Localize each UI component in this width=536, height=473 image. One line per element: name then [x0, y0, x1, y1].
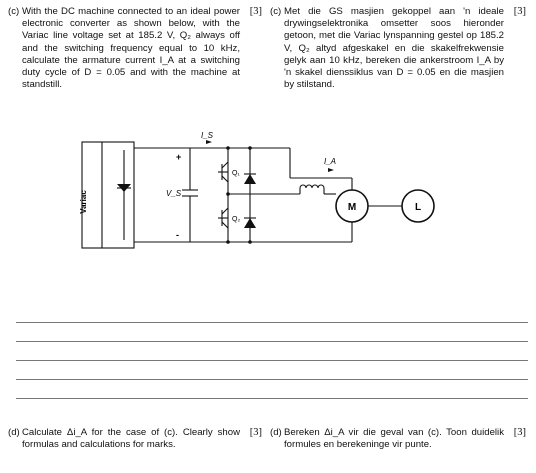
question-d-english: (d) Calculate Δi_A for the case of (c). …: [8, 427, 262, 467]
q1-label: Q₁: [232, 170, 240, 177]
question-c-afrikaans: (c) Met die GS masjien gekoppel aan 'n i…: [270, 6, 526, 126]
answer-line[interactable]: [16, 398, 528, 399]
answer-line[interactable]: [16, 360, 528, 361]
answer-line[interactable]: [16, 379, 528, 380]
question-label: (c): [270, 6, 282, 17]
motor-label: M: [348, 202, 356, 213]
mark-allocation: [3]: [249, 6, 262, 17]
mark-allocation: [3]: [513, 6, 526, 17]
ia-label: I_A: [324, 157, 336, 166]
question-label: (d): [270, 427, 282, 438]
mark-allocation: [3]: [513, 427, 526, 438]
mark-allocation: [3]: [249, 427, 262, 438]
circuit-svg: Variac I_S + - V_S Q₁ Q₂ I_A M L: [79, 131, 435, 249]
question-label: (d): [8, 427, 20, 438]
answer-line[interactable]: [16, 322, 528, 323]
question-c-english: (c) With the DC machine connected to an …: [8, 6, 262, 126]
minus-label: -: [176, 230, 179, 240]
question-text: Bereken Δi_A vir die geval van (c). Toon…: [284, 427, 504, 451]
question-label: (c): [8, 6, 20, 17]
freewheel-diode-2-icon: [244, 218, 256, 228]
question-d-afrikaans: (d) Bereken Δi_A vir die geval van (c). …: [270, 427, 526, 467]
ia-arrow-icon: [328, 168, 334, 172]
load-label: L: [415, 202, 421, 213]
vs-label: V_S: [166, 189, 182, 198]
question-text: Met die GS masjien gekoppel aan 'n ideal…: [284, 6, 504, 91]
load-icon: [401, 189, 435, 223]
is-arrow-icon: [206, 140, 212, 144]
plus-label: +: [176, 152, 181, 162]
question-text: Calculate Δi_A for the case of (c). Clea…: [22, 427, 240, 451]
rectifier-diode-icon: [117, 184, 131, 192]
answer-line[interactable]: [16, 341, 528, 342]
is-label: I_S: [201, 131, 214, 140]
freewheel-diode-1-icon: [244, 174, 256, 184]
circuit-diagram: Variac I_S + - V_S Q₁ Q₂ I_A M L: [0, 128, 536, 308]
q2-label: Q₂: [232, 216, 240, 223]
variac-label: Variac: [79, 190, 88, 214]
variac-block: [81, 141, 135, 249]
question-text: With the DC machine connected to an idea…: [22, 6, 240, 91]
